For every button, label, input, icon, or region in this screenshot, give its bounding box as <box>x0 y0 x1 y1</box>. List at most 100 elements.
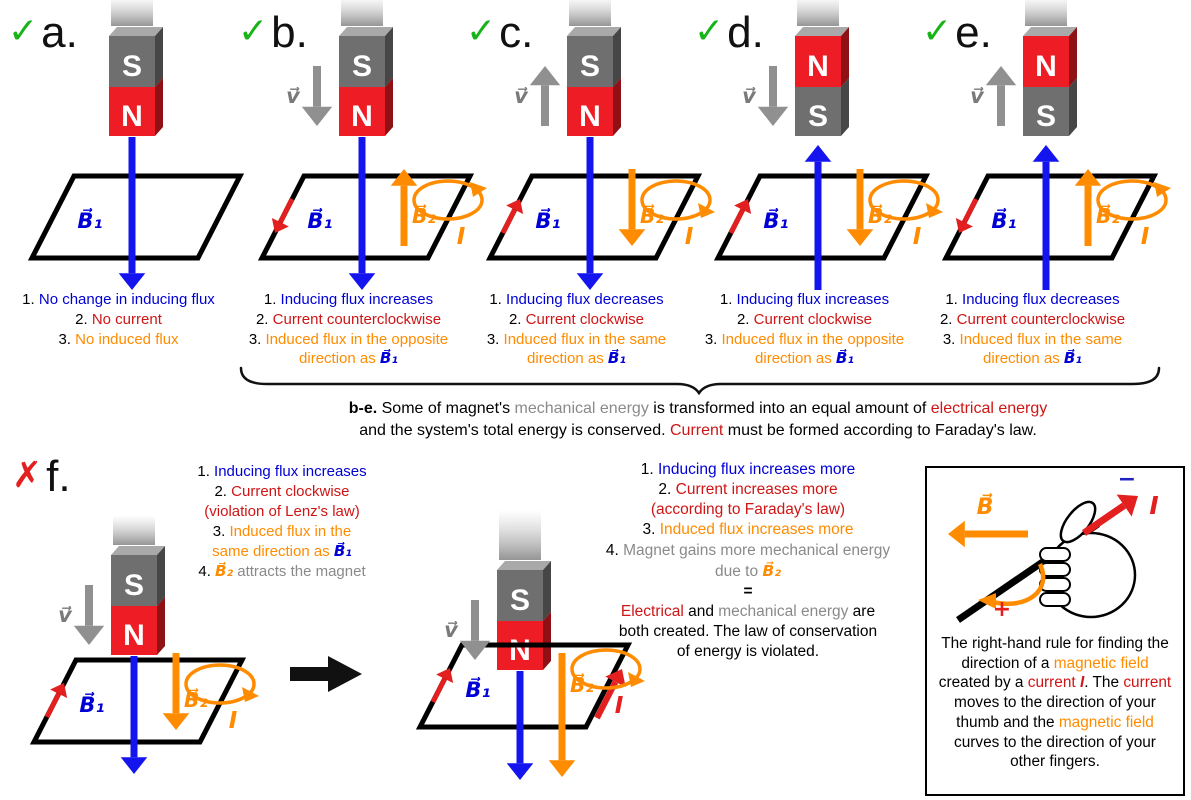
b2-field-arrow-head <box>1074 169 1102 186</box>
text-segment: B⃗₁ <box>607 349 626 368</box>
hand-finger <box>1039 547 1071 562</box>
magnet-motion-blur <box>569 0 611 26</box>
b1-label: B⃗₁ <box>763 208 788 233</box>
scenario-letter: f. <box>46 452 71 501</box>
magnet-pole-top <box>795 36 841 87</box>
text-segment: must be formed according to Faraday's la… <box>723 421 1037 439</box>
text-segment: No induced flux <box>75 330 179 348</box>
text-segment: moves to the direction of your thumb and… <box>954 694 1156 731</box>
current-arrow <box>1082 502 1127 536</box>
magnet-top-face <box>109 27 163 36</box>
text-segment: 1. <box>197 463 215 480</box>
note-line: Electrical and mechanical energy are <box>578 602 918 622</box>
text-segment: both created. The law of conservation <box>618 623 878 641</box>
text-segment: 2. <box>658 481 676 499</box>
text-segment: . The <box>1084 674 1124 692</box>
current-direction-arrow <box>728 208 745 235</box>
magnet-side-face <box>841 27 849 87</box>
scenario-d-header: ✓ d. <box>694 8 764 57</box>
field-curl-arc <box>991 563 1046 606</box>
text-segment: B⃗₁ <box>333 541 352 560</box>
b1-label: B⃗₁ <box>535 208 560 233</box>
magnet-motion-blur <box>1025 0 1067 26</box>
current-label: I <box>615 693 624 719</box>
text-segment: and <box>683 602 719 620</box>
b-label: B⃗ <box>977 493 994 520</box>
induced-current-ellipse-head <box>698 203 715 218</box>
note-line: 2. Current counterclockwise <box>229 310 468 330</box>
plus-terminal: + <box>993 597 1011 622</box>
magnet-pole-letter: S <box>510 584 530 617</box>
velocity-label: v⃗ <box>970 84 985 108</box>
note-line: same direction as B⃗₁ <box>156 542 408 562</box>
induced-current-ellipse-head <box>1154 182 1171 197</box>
text-segment: 1. <box>489 291 507 308</box>
text-segment: Some of magnet's <box>381 400 515 417</box>
note-line: 1. Inducing flux increases <box>156 462 408 482</box>
note-line: 1. Inducing flux increases more <box>578 460 918 480</box>
magnet-pole-letter: S <box>352 50 372 83</box>
text-segment: Current counterclockwise <box>272 310 442 328</box>
current-direction-arrow-head <box>271 218 289 233</box>
current-direction-arrow-head <box>955 218 973 233</box>
magnet-top-face <box>1023 27 1077 36</box>
magnet-pole-letter: S <box>808 100 828 133</box>
text-segment: B⃗₁ <box>379 349 398 368</box>
b1-field-arrow-head <box>576 273 604 290</box>
text-segment: current <box>1123 674 1172 692</box>
magnet-top-face <box>567 27 621 36</box>
text-segment: Inducing flux increases <box>214 463 367 480</box>
summary-note: b-e. Some of magnet's mechanical energy … <box>233 398 1163 441</box>
current-arrow-head <box>1116 494 1138 517</box>
current-direction-arrow-head <box>506 199 524 214</box>
magnet-pole-bottom <box>1023 87 1069 136</box>
note-line: 4. Magnet gains more mechanical energy <box>578 541 918 561</box>
induced-current-ellipse-head <box>926 203 943 218</box>
text-segment: magnetic field <box>1058 713 1154 731</box>
text-segment: The right-hand rule for finding the dire… <box>941 635 1169 672</box>
velocity-label: v⃗ <box>286 84 301 108</box>
text-segment: 1. <box>22 291 39 308</box>
text-segment: created by a <box>938 674 1028 692</box>
check-icon: ✓ <box>8 11 39 52</box>
text-segment: 1. <box>945 291 963 308</box>
induced-current-ellipse <box>184 663 256 705</box>
note-line: 2. Current clockwise <box>685 310 924 330</box>
magnet-pole-top <box>567 36 613 87</box>
text-segment: Induced flux increases more <box>659 521 854 539</box>
scenario-letter: b. <box>271 8 308 57</box>
scenario-letter: d. <box>727 8 764 57</box>
b1-field-arrow-head <box>120 757 148 774</box>
magnet-top-face <box>339 27 393 36</box>
note-line: 1. Inducing flux decreases <box>913 290 1152 310</box>
note-line: (according to Faraday's law) <box>578 500 918 520</box>
scenario-letter: e. <box>955 8 992 57</box>
velocity-arrow-head <box>73 625 105 645</box>
magnet-motion-blur <box>111 0 153 26</box>
magnet-pole-letter: N <box>121 100 143 133</box>
note-line: both created. The law of conservation <box>578 622 918 642</box>
note-line: 2. Current clockwise <box>457 310 696 330</box>
magnet-motion-blur <box>797 0 839 26</box>
scenario-e-header: ✓ e. <box>922 8 992 57</box>
note-line: 4. B⃗₂ attracts the magnet <box>156 562 408 582</box>
text-segment: 2. <box>939 310 957 328</box>
text-segment: Current clockwise <box>231 482 350 500</box>
magnet-pole-letter: S <box>124 569 144 602</box>
induced-current-ellipse <box>412 179 484 221</box>
text-segment: 3. <box>942 330 960 348</box>
note-line: 3. Induced flux in the opposite directio… <box>229 330 468 370</box>
b1-field-arrow-head <box>506 763 534 780</box>
scenario-f-notes: 1. Inducing flux increases 2. Current cl… <box>156 462 408 582</box>
text-segment: 3. <box>248 330 266 348</box>
magnet-side-face <box>543 561 551 621</box>
note-line: 1. No change in inducing flux <box>0 290 238 310</box>
b2-field-arrow-head <box>390 169 418 186</box>
current-label: I <box>913 224 922 250</box>
current-direction-arrow-head <box>734 199 752 214</box>
